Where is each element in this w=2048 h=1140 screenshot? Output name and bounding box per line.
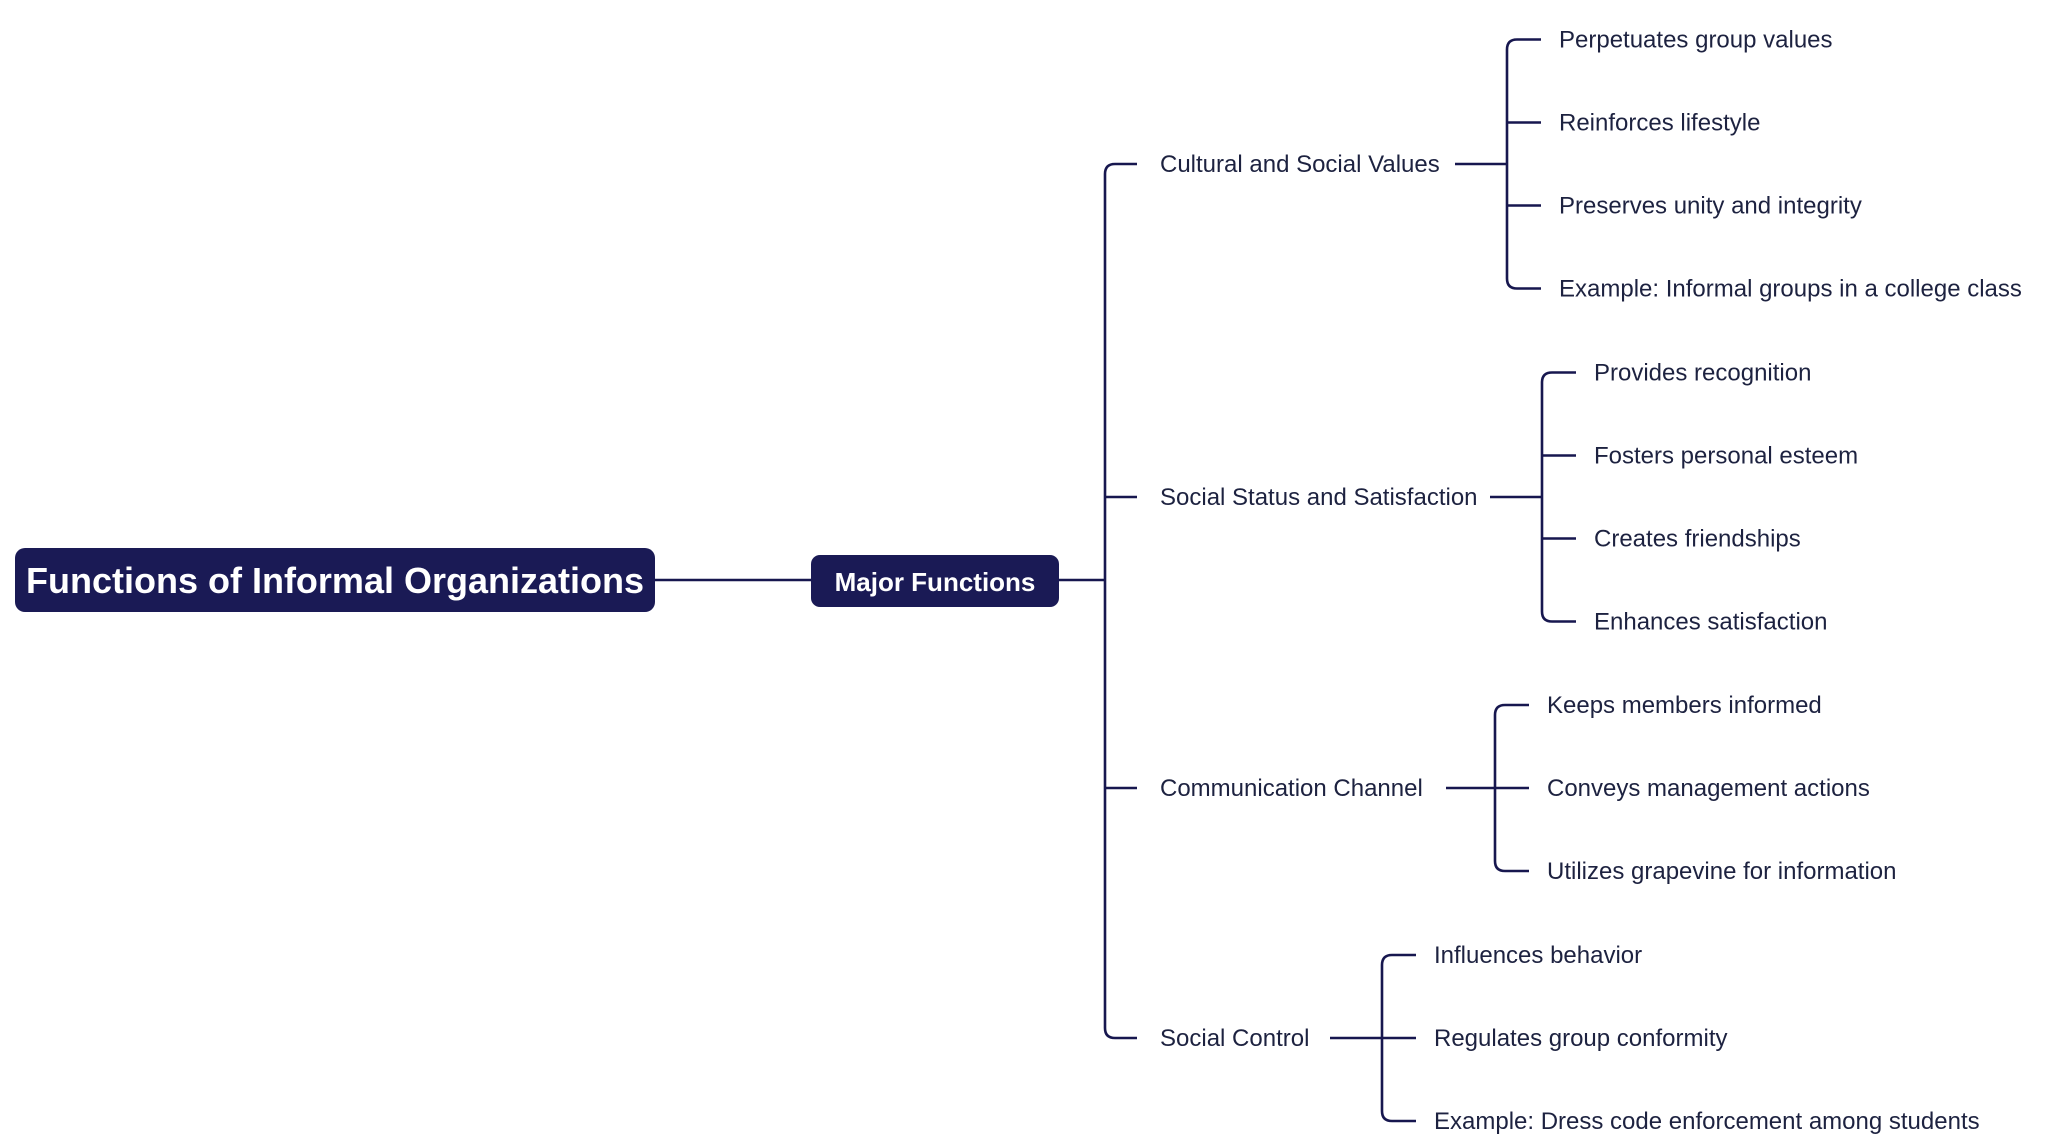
branch-nodes: Cultural and Social Values Perpetuates gr… xyxy=(1160,27,2022,1136)
root-node-box xyxy=(15,548,655,612)
branch-label-3[interactable]: Communication Channel xyxy=(1160,775,1423,802)
center-node-box xyxy=(811,555,1059,607)
leaf-label-3-1[interactable]: Keeps members informed xyxy=(1547,692,1822,719)
leaf-label-3-3[interactable]: Utilizes grapevine for information xyxy=(1547,858,1897,885)
connector-spine xyxy=(1103,162,1137,1040)
leaf-label-2-2[interactable]: Fosters personal esteem xyxy=(1594,443,1858,470)
leaf-label-4-2[interactable]: Regulates group conformity xyxy=(1434,1025,1727,1052)
leaf-label-1-2[interactable]: Reinforces lifestyle xyxy=(1559,110,1760,137)
root-node-label: Functions of Informal Organizations xyxy=(26,560,644,601)
root-node[interactable]: Functions of Informal Organizations xyxy=(15,548,655,612)
branch-label-4[interactable]: Social Control xyxy=(1160,1025,1309,1052)
leaf-label-1-3[interactable]: Preserves unity and integrity xyxy=(1559,193,1862,220)
branch-label-2[interactable]: Social Status and Satisfaction xyxy=(1160,484,1478,511)
branch-label-1[interactable]: Cultural and Social Values xyxy=(1160,151,1440,178)
connector-lines xyxy=(655,38,1576,1123)
leaf-label-1-1[interactable]: Perpetuates group values xyxy=(1559,27,1833,54)
leaf-label-2-4[interactable]: Enhances satisfaction xyxy=(1594,609,1827,636)
leaf-label-2-1[interactable]: Provides recognition xyxy=(1594,360,1811,387)
center-node-major-functions[interactable]: Major Functions xyxy=(811,555,1059,607)
leaf-label-1-4[interactable]: Example: Informal groups in a college cl… xyxy=(1559,276,2022,303)
leaf-label-2-3[interactable]: Creates friendships xyxy=(1594,526,1801,553)
connector-branch-2-spine xyxy=(1540,371,1576,623)
center-node-label: Major Functions xyxy=(835,567,1036,597)
connector-branch-1-spine xyxy=(1505,38,1541,290)
leaf-label-3-2[interactable]: Conveys management actions xyxy=(1547,775,1870,802)
leaf-label-4-3[interactable]: Example: Dress code enforcement among st… xyxy=(1434,1108,1980,1135)
leaf-label-4-1[interactable]: Influences behavior xyxy=(1434,942,1642,969)
